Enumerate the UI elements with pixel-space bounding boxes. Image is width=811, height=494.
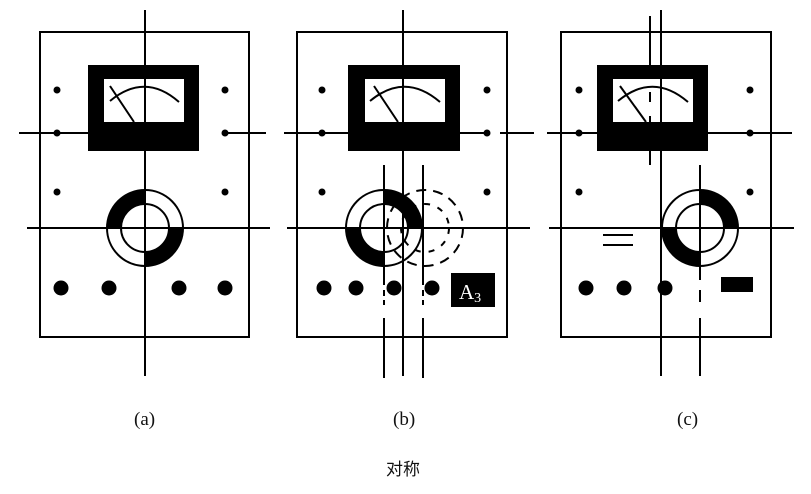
- panel-c-meter-window: [613, 79, 693, 122]
- panel-b-label-box: [451, 273, 495, 307]
- figure-title: 对称: [386, 460, 420, 480]
- panel-b-meter-needle: [373, 85, 399, 123]
- panel-b-ghost-knob-outer: [386, 189, 464, 267]
- panel-a-small-dots: [53, 86, 229, 196]
- panel-b-meter-scale-arc: [369, 85, 441, 103]
- caption-c: (c): [677, 409, 699, 430]
- panel-c-frame: [560, 31, 772, 338]
- panel-b-ghost-knob-inner: [400, 203, 450, 253]
- caption-b: (b): [393, 409, 416, 430]
- panel-a-meter-needle: [109, 85, 135, 123]
- panel-b-large-dots: [316, 280, 440, 296]
- panel-a: [19, 10, 270, 376]
- panel-b-offset-axes: [383, 165, 424, 378]
- panel-a-large-dots: [53, 280, 233, 296]
- panel-c-large-dots: [578, 280, 673, 296]
- panel-c-equals-mark: [603, 234, 633, 246]
- caption-a: (a): [134, 409, 156, 430]
- panel-c-meter-scale-arc: [617, 85, 689, 103]
- panel-b-meter-window: [365, 79, 445, 122]
- panel-b-knob: [345, 189, 423, 267]
- panel-c-knob: [661, 189, 739, 267]
- panel-b-label-text: A3: [459, 280, 481, 306]
- panel-a-knob: [106, 189, 184, 267]
- panel-b-small-dots: [318, 86, 491, 196]
- panel-c-small-dots: [575, 86, 754, 196]
- panel-c: [547, 10, 794, 376]
- panel-b: A3: [284, 10, 534, 378]
- panel-c-meter-needle: [619, 85, 647, 123]
- panel-c-black-bar: [721, 277, 753, 292]
